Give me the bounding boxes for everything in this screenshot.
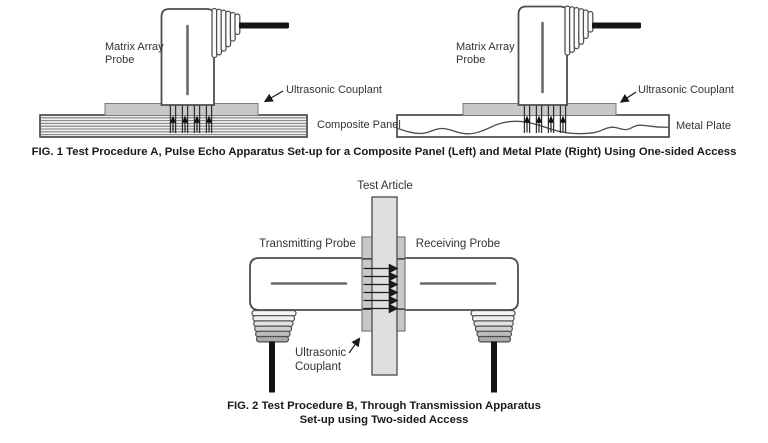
- fig2-couplant-label: Ultrasonic Couplant: [295, 347, 347, 373]
- fig2-receiving-probe-label: Receiving Probe: [415, 238, 501, 250]
- strain-relief-shape: [564, 5, 594, 56]
- fig2-caption-line2: Set-up using Two-sided Access: [299, 413, 469, 426]
- fig2-test-article-label: Test Article: [357, 180, 413, 192]
- sound-beam-arrows: [363, 263, 399, 314]
- sound-beam-arrows: [169, 104, 213, 133]
- fig1-right-specimen-label: Metal Plate: [676, 120, 732, 132]
- transmitting-probe-shape: [249, 257, 364, 393]
- fig1-right-diagram: [396, 5, 670, 138]
- plate-backwall-wavy-line: [397, 120, 669, 135]
- fig2-caption-line1: FIG. 2 Test Procedure B, Through Transmi…: [227, 400, 541, 412]
- fig1-right-couplant-label: Ultrasonic Couplant: [638, 84, 734, 96]
- fig1-caption: FIG. 1 Test Procedure A, Pulse Echo Appa…: [31, 146, 737, 158]
- fig1-left-probe-label: Matrix Array Probe: [105, 41, 164, 66]
- fig1-right-probe-label: Matrix Array Probe: [456, 41, 515, 66]
- receiving-probe-shape: [403, 257, 519, 393]
- couplant-pointer-arrow: [619, 91, 637, 103]
- fig2-transmitting-probe-label: Transmitting Probe: [259, 238, 356, 250]
- matrix-array-probe-shape: [517, 5, 641, 106]
- fig1-left-couplant-label: Ultrasonic Couplant: [286, 84, 382, 96]
- strain-relief-shape: [470, 309, 516, 343]
- probe-cable-shape: [269, 341, 275, 393]
- matrix-array-probe-shape: [160, 7, 289, 106]
- couplant-pointer-arrow: [263, 90, 284, 103]
- probe-cable-shape: [592, 22, 641, 29]
- strain-relief-shape: [211, 7, 241, 59]
- sound-beam-arrows: [523, 104, 567, 133]
- probe-cable-shape: [491, 341, 497, 393]
- test-article-shape: [371, 196, 398, 376]
- couplant-pointer-arrow: [348, 337, 361, 354]
- metal-plate-shape: [396, 114, 670, 138]
- fig1-left-diagram: [39, 7, 308, 138]
- fig2-diagram: [249, 196, 519, 393]
- strain-relief-shape: [251, 309, 297, 343]
- fig1-left-specimen-label: Composite Panel: [317, 119, 401, 131]
- probe-cable-shape: [239, 22, 289, 29]
